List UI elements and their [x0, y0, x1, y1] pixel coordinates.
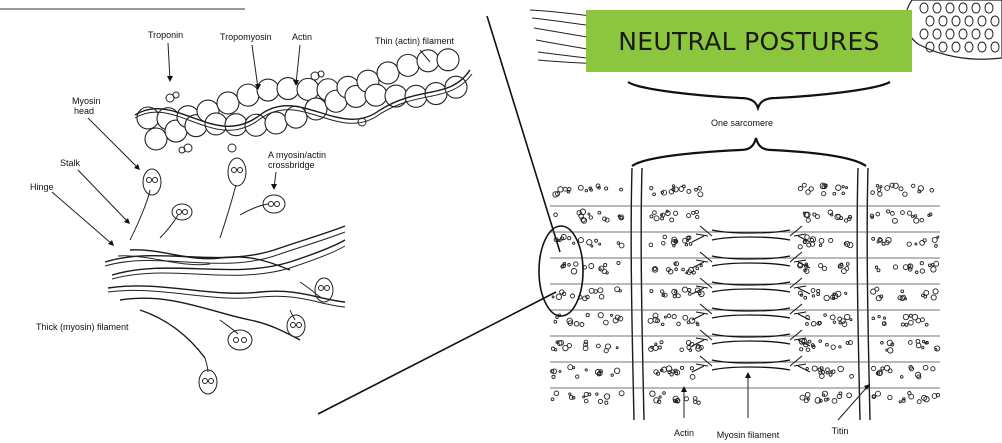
- tropomyosin-label: Tropomyosin: [220, 32, 272, 42]
- actin-bead: [397, 54, 419, 76]
- actin-label-left: Actin: [292, 32, 312, 42]
- actin-bead: [225, 114, 247, 136]
- actin-label-right: Actin: [674, 428, 694, 438]
- actin-bead: [217, 92, 239, 114]
- actin-bead: [257, 79, 279, 101]
- actin-bead: [385, 85, 407, 107]
- titin-label: Titin: [832, 426, 849, 436]
- myosin-head-label-line1: Myosin: [72, 96, 101, 106]
- one-sarcomere-label: One sarcomere: [711, 118, 773, 128]
- actin-bead: [365, 84, 387, 106]
- actin-bead: [265, 112, 287, 134]
- crossbridge-label-line1: A myosin/actin: [268, 150, 326, 160]
- thick-filament-label: Thick (myosin) filament: [36, 322, 129, 332]
- actin-bead: [377, 62, 399, 84]
- actin-bead: [437, 49, 459, 71]
- troponin-label: Troponin: [148, 30, 183, 40]
- crossbridge-label-line2: crossbridge: [268, 160, 315, 170]
- actin-bead: [405, 85, 427, 107]
- actin-bead: [205, 113, 227, 135]
- actin-bead: [237, 84, 259, 106]
- actin-bead: [297, 78, 319, 100]
- actin-bead: [145, 128, 167, 150]
- hinge-label: Hinge: [30, 182, 54, 192]
- myosin-head-label-line2: head: [74, 106, 94, 116]
- actin-bead: [417, 50, 439, 72]
- thin-filament-label: Thin (actin) filament: [375, 36, 455, 46]
- stalk-label: Stalk: [60, 158, 81, 168]
- myosin-filament-label: Myosin filament: [717, 430, 780, 440]
- banner-title: NEUTRAL POSTURES: [618, 27, 879, 56]
